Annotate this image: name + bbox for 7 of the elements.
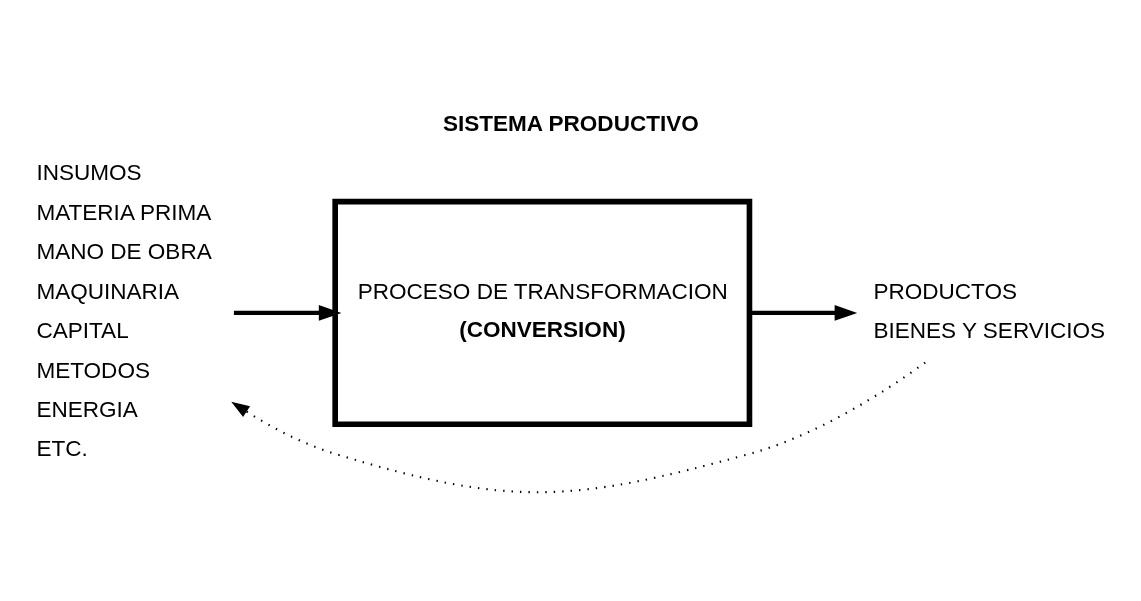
node-box: PROCESO DE TRANSFORMACION (CONVERSION) [332, 198, 753, 428]
node-text: PRODUCTOS BIENES Y SERVICIOS [873, 278, 1106, 344]
arrow [750, 305, 858, 321]
diagram-title: SISTEMA PRODUCTIVO [442, 110, 699, 136]
arrow [233, 305, 342, 321]
arrow [231, 361, 926, 494]
node-text: INSUMOS MATERIA PRIMA MANO DE OBRA MAQUINARIA CAPITAL METODOS ENERGIA ETC. [36, 160, 212, 462]
